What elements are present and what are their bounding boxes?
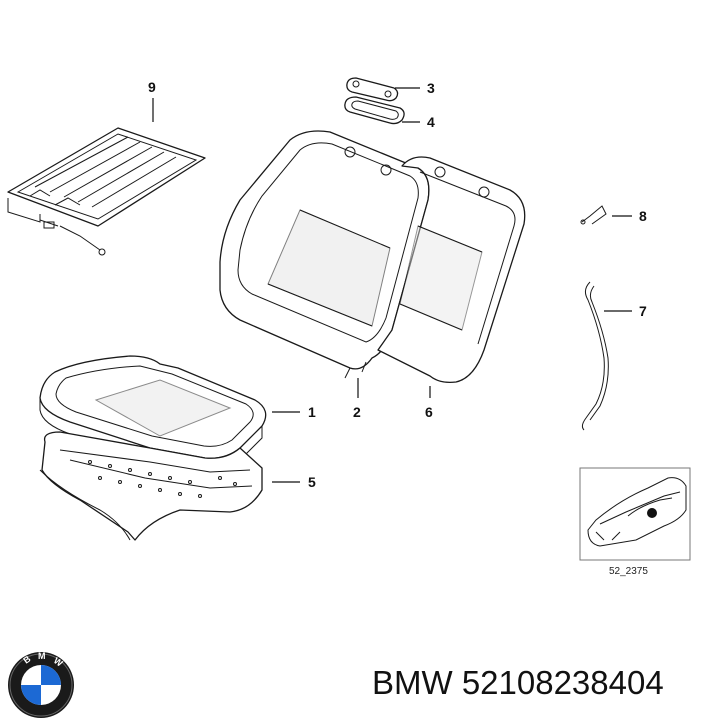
vehicle-location-inset: 52_2375 (579, 467, 691, 577)
plate-part-3 (346, 77, 399, 102)
callout-2: 2 (353, 404, 361, 420)
callout-9: 9 (148, 79, 156, 95)
callout-7: 7 (639, 303, 647, 319)
callout-4: 4 (427, 114, 435, 130)
svg-text:B: B (21, 653, 32, 665)
heating-mat-part (7, 127, 206, 256)
svg-text:M: M (38, 651, 46, 661)
inset-reference-label: 52_2375 (609, 566, 648, 577)
plate-part-4 (344, 96, 405, 125)
bmw-logo: B M W (8, 651, 74, 718)
hook-part (580, 205, 607, 225)
seat-base-part (39, 431, 263, 541)
callout-6: 6 (425, 404, 433, 420)
callout-5: 5 (308, 474, 316, 490)
spring-wire-part (581, 281, 609, 431)
leader-lines (152, 87, 632, 483)
backrest-pad-part (377, 156, 526, 384)
callout-8: 8 (639, 208, 647, 224)
callout-1: 1 (308, 404, 316, 420)
backrest-cover-part (219, 130, 430, 379)
callout-3: 3 (427, 80, 435, 96)
part-number-caption: BMW 52108238404 (372, 664, 664, 701)
